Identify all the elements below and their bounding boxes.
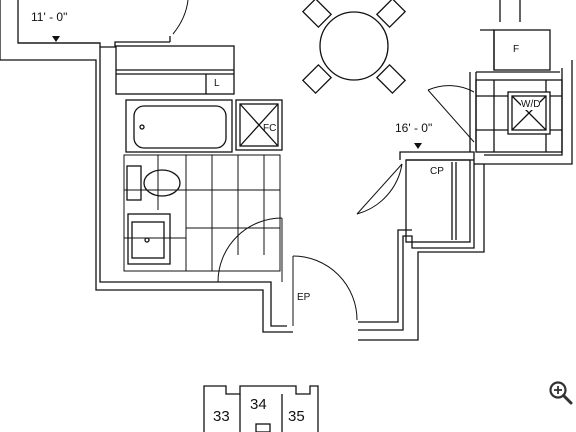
door-swings (172, 0, 475, 326)
electrical-panel-label: EP (297, 292, 311, 303)
dimension-label-left: 11' - 0" (31, 10, 68, 24)
zoom-button[interactable] (548, 380, 574, 406)
linen-shelf (115, 45, 235, 95)
key-plan-outline (203, 385, 319, 432)
sink (127, 213, 171, 265)
refrigerator (480, 0, 551, 71)
key-plan-unit-35: 35 (288, 408, 305, 425)
magnifier-plus-icon (549, 381, 573, 405)
dining-table (301, 0, 407, 95)
exterior-walls (0, 0, 573, 341)
coat-closet-label: CP (430, 166, 444, 177)
washer-dryer-label: W/D (521, 99, 541, 110)
bath-tile-grid (123, 154, 281, 272)
fridge-label: F (513, 44, 520, 55)
linen-label: L (214, 78, 220, 89)
washer-dryer-area (475, 79, 563, 153)
fan-coil-label: FC (263, 123, 277, 134)
key-plan-unit-34: 34 (250, 396, 267, 413)
toilet (126, 165, 181, 201)
bathtub (125, 99, 233, 153)
coat-closet (405, 159, 471, 243)
dimension-label-right: 16' - 0" (395, 121, 433, 135)
fan-coil-unit (235, 99, 283, 151)
dimension-markers (52, 36, 422, 149)
key-plan-unit-33: 33 (213, 408, 230, 425)
